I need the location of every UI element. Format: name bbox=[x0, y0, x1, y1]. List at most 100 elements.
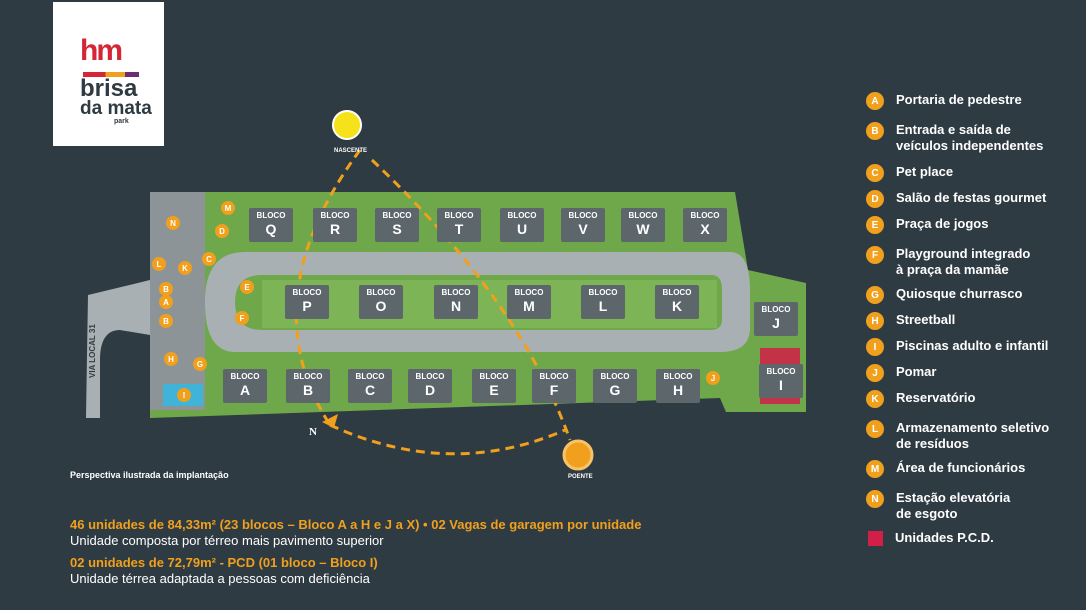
marker-b: B bbox=[159, 282, 173, 296]
legend-label: Pomar bbox=[896, 364, 937, 379]
info-pcd-detail: Unidade térrea adaptada a pessoas com de… bbox=[70, 571, 370, 586]
legend-label: Streetball bbox=[896, 312, 956, 327]
marker-a: A bbox=[159, 295, 173, 309]
legend-badge: G bbox=[866, 286, 884, 304]
legend-item-j: J Pomar bbox=[866, 364, 936, 382]
brand-logo: hm brisa da mata park bbox=[53, 2, 164, 146]
marker-dot bbox=[193, 357, 207, 371]
block-word: BLOCO bbox=[569, 211, 598, 220]
block-roof bbox=[313, 208, 357, 242]
block-word: BLOCO bbox=[416, 372, 445, 381]
sunset-icon bbox=[562, 439, 594, 471]
block-word: BLOCO bbox=[442, 288, 471, 297]
marker-letter: J bbox=[711, 374, 715, 383]
legend-label: Unidades P.C.D. bbox=[895, 530, 994, 545]
marker-letter: K bbox=[182, 264, 188, 273]
marker-k: K bbox=[178, 261, 192, 275]
marker-letter: M bbox=[225, 204, 232, 213]
block-roof bbox=[472, 369, 516, 403]
block-roof bbox=[655, 285, 699, 319]
legend-badge: C bbox=[866, 164, 884, 182]
block-roof bbox=[759, 364, 803, 398]
block-letter: N bbox=[451, 298, 461, 314]
legend-item-pcd: Unidades P.C.D. bbox=[866, 530, 994, 546]
block-letter: W bbox=[636, 221, 650, 237]
marker-dot bbox=[152, 257, 166, 271]
marker-letter: A bbox=[163, 298, 169, 307]
block-word: BLOCO bbox=[663, 288, 692, 297]
marker-letter: D bbox=[219, 227, 225, 236]
marker-letter: B bbox=[163, 285, 169, 294]
block-word: BLOCO bbox=[762, 305, 791, 314]
marker-g: G bbox=[193, 357, 207, 371]
logo-color-bar bbox=[83, 72, 139, 77]
info-units-detail: Unidade composta por térreo mais pavimen… bbox=[70, 533, 384, 548]
marker-m: M bbox=[221, 201, 235, 215]
marker-h: H bbox=[164, 352, 178, 366]
legend-badge: M bbox=[866, 460, 884, 478]
pcd-swatch bbox=[868, 531, 883, 546]
block-letter: V bbox=[578, 221, 588, 237]
block-word: BLOCO bbox=[601, 372, 630, 381]
block-word: BLOCO bbox=[515, 288, 544, 297]
block-roof bbox=[561, 208, 605, 242]
block-roof bbox=[359, 285, 403, 319]
legend-item-c: C Pet place bbox=[866, 164, 953, 182]
north-label: N bbox=[309, 426, 317, 438]
block-letter: P bbox=[302, 298, 311, 314]
block-roof bbox=[286, 369, 330, 403]
inner-garden bbox=[262, 280, 717, 328]
block-letter: I bbox=[779, 377, 783, 393]
legend-badge: F bbox=[866, 246, 884, 264]
legend-label: Entrada e saída de veículos independente… bbox=[896, 122, 1044, 153]
legend-badge: B bbox=[866, 122, 884, 140]
legend-badge: J bbox=[866, 364, 884, 382]
marker-dot bbox=[235, 311, 249, 325]
block-letter: U bbox=[517, 221, 527, 237]
legend-badge: D bbox=[866, 190, 884, 208]
block-roof bbox=[285, 285, 329, 319]
block-letter: R bbox=[330, 221, 340, 237]
block-roof bbox=[249, 208, 293, 242]
legend-badge: K bbox=[866, 390, 884, 408]
marker-letter: L bbox=[157, 260, 162, 269]
block-roof bbox=[223, 369, 267, 403]
info-pcd-line: 02 unidades de 72,79m² - PCD (01 bloco –… bbox=[70, 555, 378, 570]
legend-badge: A bbox=[866, 92, 884, 110]
block-roof bbox=[437, 208, 481, 242]
north-arrow bbox=[322, 414, 338, 428]
marker-letter: E bbox=[244, 283, 250, 292]
legend-badge: N bbox=[866, 490, 884, 508]
block-word: BLOCO bbox=[767, 367, 796, 376]
access-road bbox=[86, 280, 150, 418]
block-roof bbox=[348, 369, 392, 403]
block-word: BLOCO bbox=[480, 372, 509, 381]
block-word: BLOCO bbox=[691, 211, 720, 220]
block-word: BLOCO bbox=[445, 211, 474, 220]
logo-brisa: brisa bbox=[80, 75, 138, 102]
block-letter: B bbox=[303, 382, 313, 398]
legend-badge: E bbox=[866, 216, 884, 234]
marker-dot bbox=[166, 216, 180, 230]
legend-label: Portaria de pedestre bbox=[896, 92, 1022, 107]
block-roof bbox=[656, 369, 700, 403]
marker-n: N bbox=[166, 216, 180, 230]
legend-label: Pet place bbox=[896, 164, 954, 179]
block-letter: D bbox=[425, 382, 435, 398]
marker-d: D bbox=[215, 224, 229, 238]
block-roof bbox=[408, 369, 452, 403]
marker-j: J bbox=[706, 371, 720, 385]
